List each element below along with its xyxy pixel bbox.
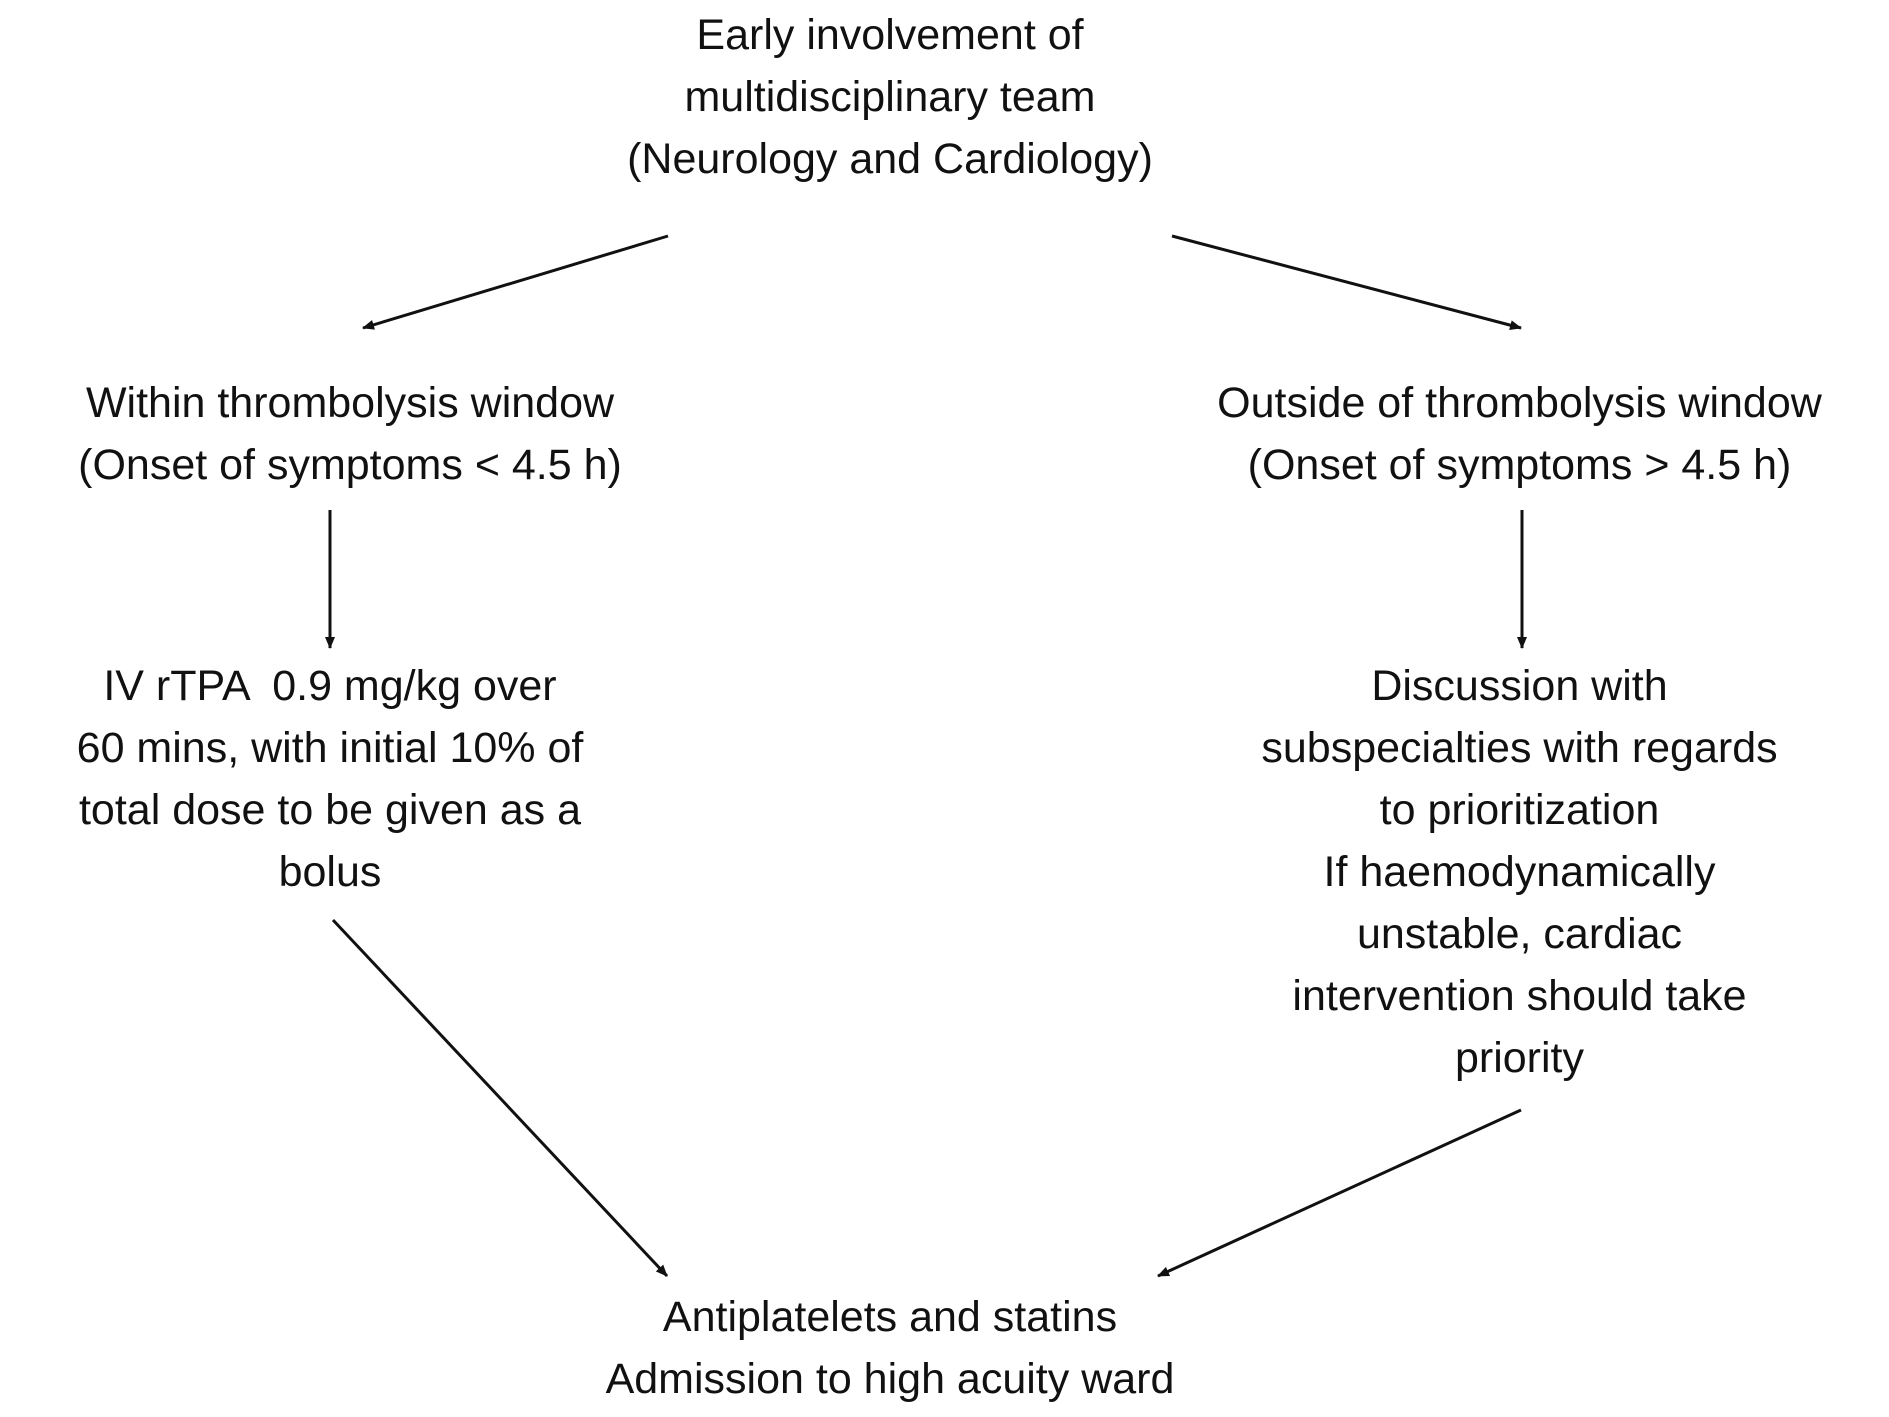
node-multidisciplinary-team: Early involvement of multidisciplinary t…: [500, 4, 1280, 190]
node-text-line: Within thrombolysis window: [85, 379, 615, 427]
node-text-line: (Onset of symptoms > 4.5 h): [1247, 441, 1792, 489]
node-text-line: 60 mins, with initial 10% of: [76, 724, 584, 772]
node-discussion-subspecialties: Discussion with subspecialties with rega…: [1150, 655, 1889, 1089]
node-text-line: subspecialties with regards: [1261, 724, 1778, 772]
node-text-line: Antiplatelets and statins: [662, 1293, 1118, 1341]
arrow-discussion-to-bottom: [1157, 1108, 1522, 1278]
node-text-line: intervention should take: [1292, 972, 1747, 1020]
node-text-line: multidisciplinary team: [684, 73, 1096, 121]
node-antiplatelets-admission: Antiplatelets and statins Admission to h…: [500, 1286, 1280, 1410]
node-text-line: unstable, cardiac: [1356, 910, 1683, 958]
node-iv-rtpa: IV rTPA 0.9 mg/kg over 60 mins, with ini…: [0, 655, 660, 903]
node-text-line: Early involvement of: [696, 11, 1084, 59]
node-text-line: IV rTPA 0.9 mg/kg over: [103, 662, 557, 710]
node-text-line: If haemodynamically: [1323, 848, 1716, 896]
node-text-line: Outside of thrombolysis window: [1217, 379, 1822, 427]
node-text-line: bolus: [278, 848, 382, 896]
node-outside-thrombolysis-window: Outside of thrombolysis window (Onset of…: [1150, 372, 1889, 496]
node-text-line: (Neurology and Cardiology): [627, 135, 1153, 183]
arrow-rtpa-to-bottom: [331, 918, 669, 1278]
node-text-line: to prioritization: [1379, 786, 1660, 834]
node-text-line: total dose to be given as a: [78, 786, 582, 834]
node-text-line: Admission to high acuity ward: [605, 1355, 1175, 1403]
arrow-top-to-outside: [1171, 234, 1522, 331]
node-text-line: Discussion with: [1371, 662, 1668, 710]
node-text-line: priority: [1454, 1034, 1585, 1082]
node-within-thrombolysis-window: Within thrombolysis window (Onset of sym…: [0, 372, 700, 496]
arrow-top-to-within: [362, 234, 669, 330]
node-text-line: (Onset of symptoms < 4.5 h): [78, 441, 622, 489]
